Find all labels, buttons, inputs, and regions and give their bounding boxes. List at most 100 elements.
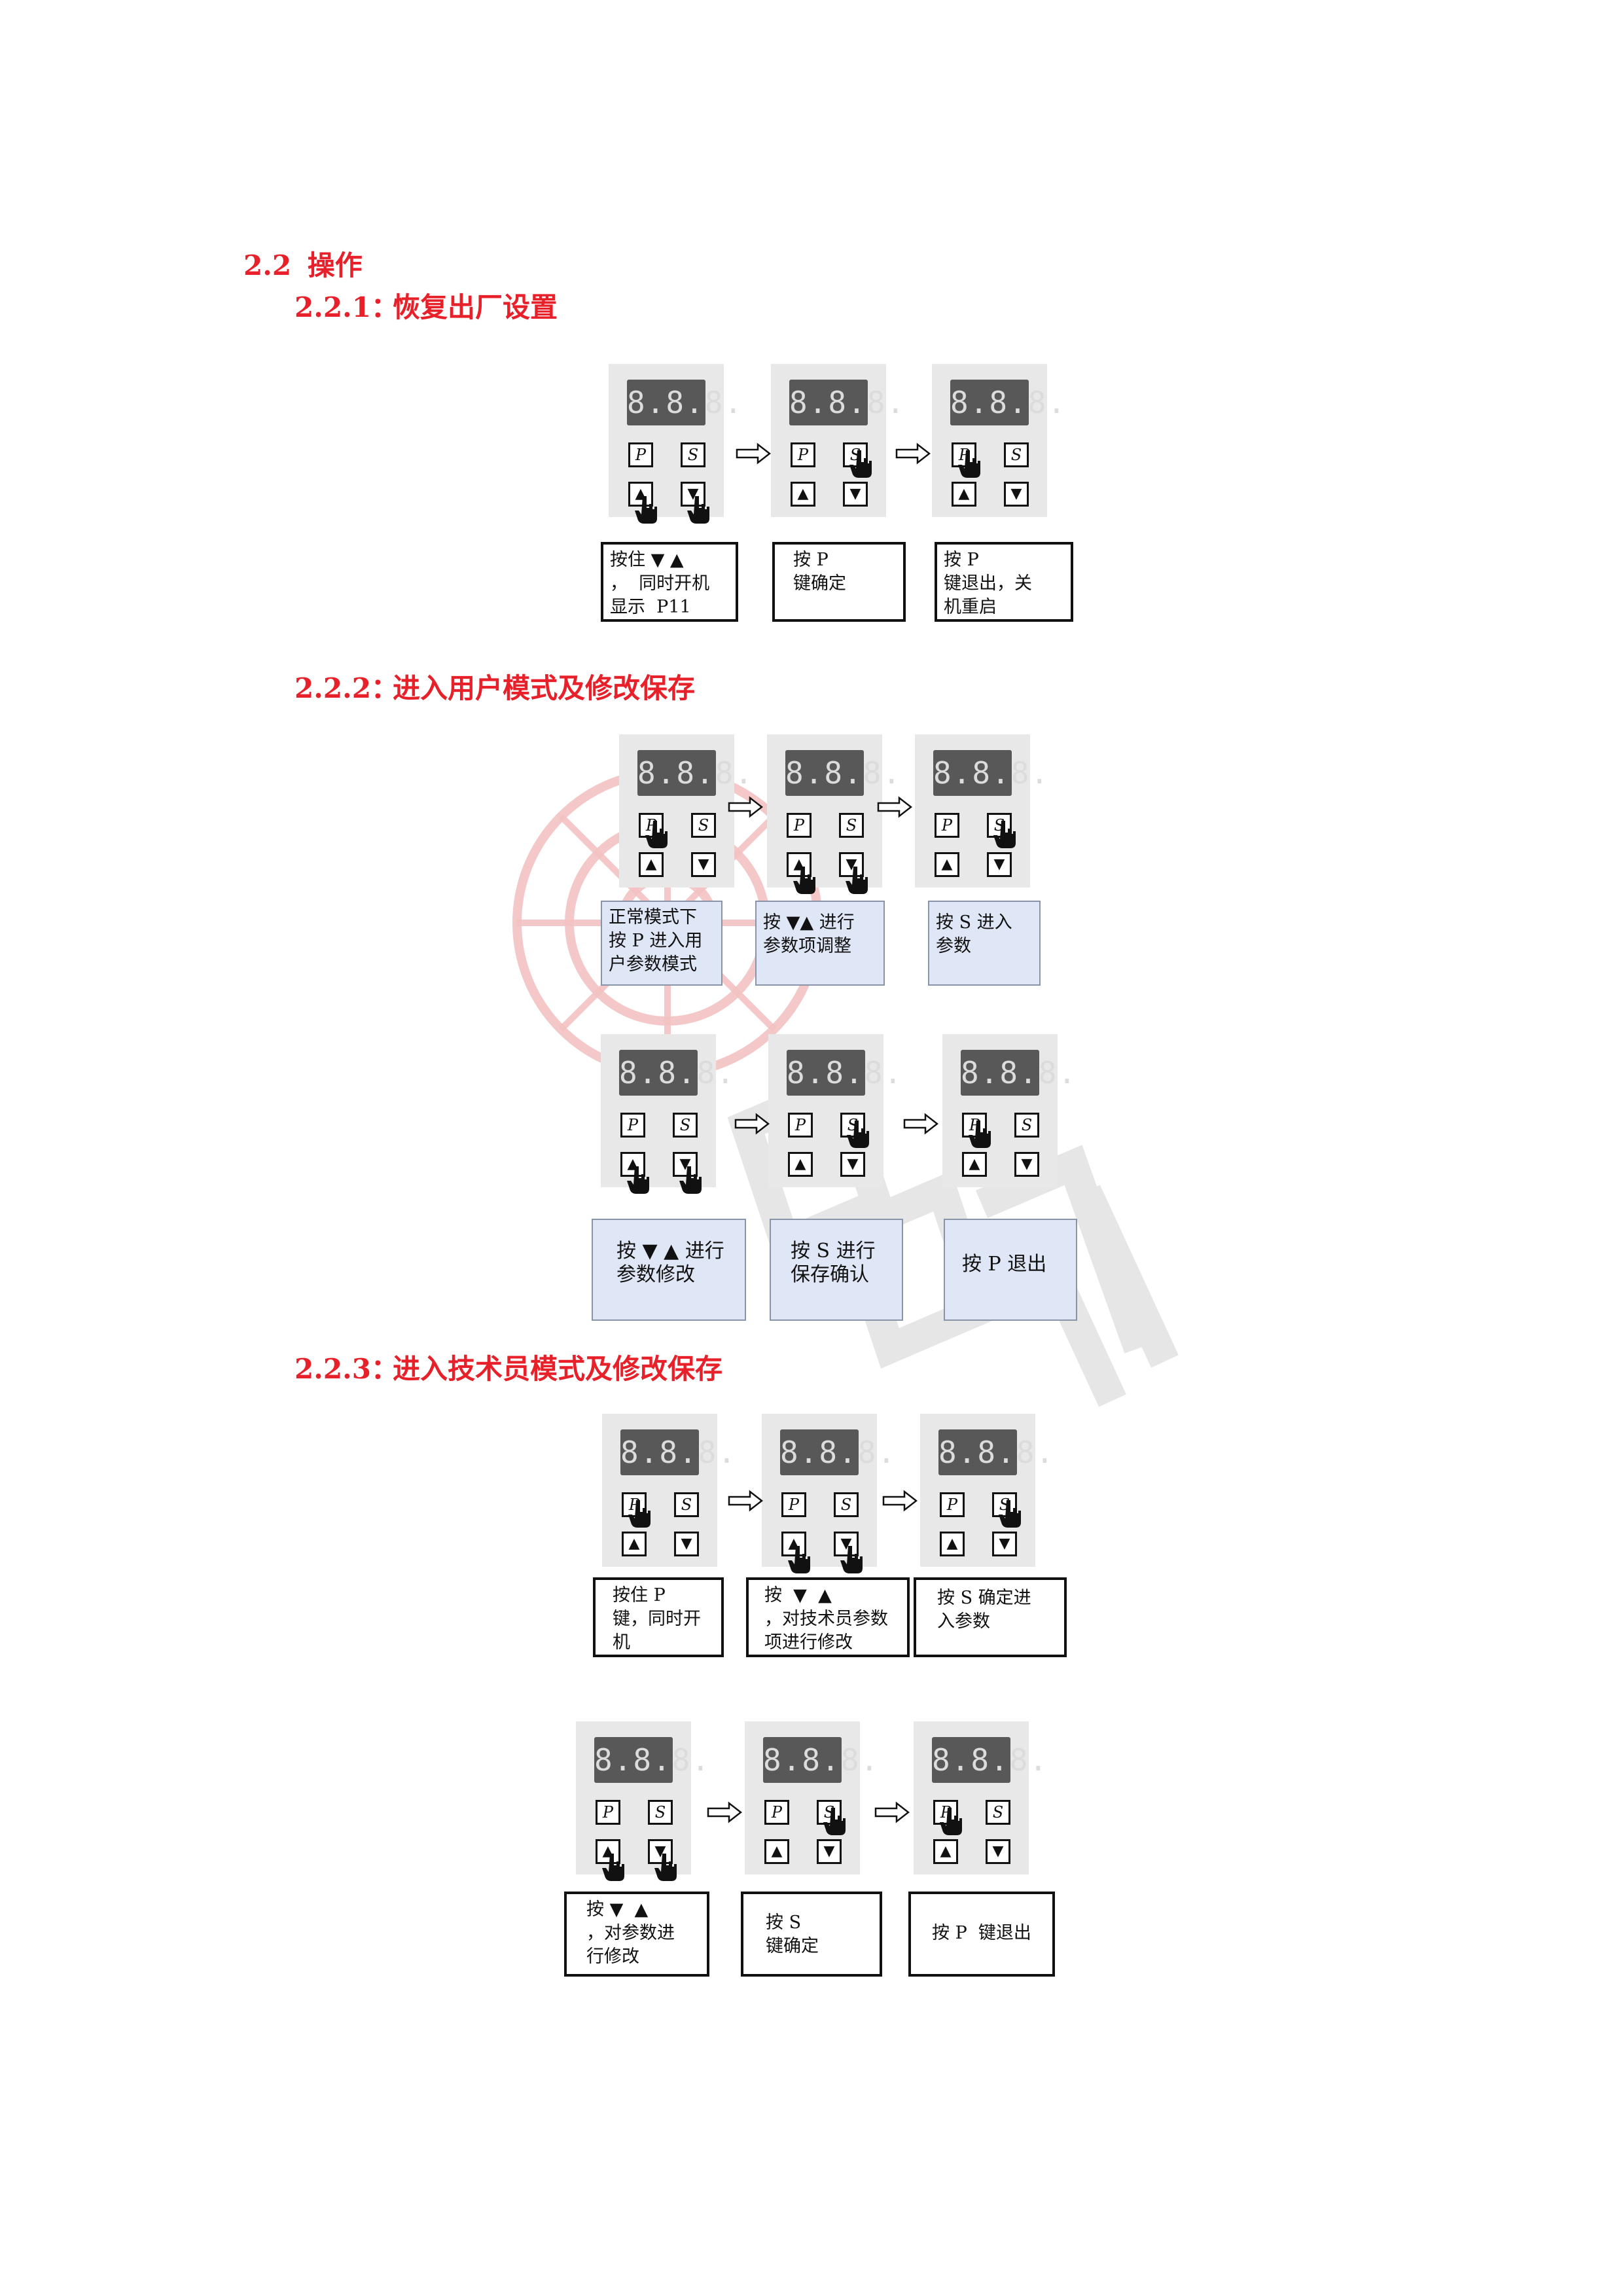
caption-text: 按住 P 键，同时开 机 — [613, 1585, 701, 1653]
led-display: 8.8.8. — [763, 1737, 878, 1783]
s-key[interactable]: S — [648, 1800, 673, 1825]
p-key[interactable]: P — [622, 1492, 647, 1517]
up-key[interactable]: ▲ — [639, 852, 664, 877]
caption-box: 按 P 键确定 — [772, 542, 906, 622]
down-key[interactable]: ▼ — [839, 852, 864, 877]
caption-box: 按 S 进行 保存确认 — [770, 1219, 903, 1321]
caption-box: 按 ▼ ▲ ，对参数进 行修改 — [564, 1892, 709, 1977]
display-digits: 8.8.8. — [594, 1742, 711, 1778]
down-key[interactable]: ▼ — [674, 1532, 699, 1556]
display-digits: 8.8.8. — [620, 1435, 738, 1470]
led-display: 8.8.8. — [933, 750, 1050, 796]
p-key[interactable]: P — [628, 442, 653, 467]
up-key[interactable]: ▲ — [764, 1839, 789, 1864]
caption-text: 按 S 进入 参数 — [936, 912, 1012, 956]
caption-text: 按 ▼ ▲ 进行 参数修改 — [616, 1240, 724, 1286]
p-key[interactable]: P — [620, 1113, 645, 1138]
p-key[interactable]: P — [764, 1800, 789, 1825]
s-key[interactable]: S — [834, 1492, 859, 1517]
p-key[interactable]: P — [791, 442, 815, 467]
p-key[interactable]: P — [788, 1113, 813, 1138]
pressing-hand-icon — [846, 865, 868, 895]
led-display: 8.8.8. — [620, 1429, 738, 1475]
right-arrow-icon — [877, 796, 913, 818]
caption-box: 按 ▼ ▲ 进行 参数修改 — [592, 1219, 746, 1321]
up-key[interactable]: ▲ — [962, 1152, 987, 1177]
s-key[interactable]: S — [839, 813, 864, 838]
up-key[interactable]: ▲ — [933, 1839, 958, 1864]
caption-box: 按 P 退出 — [944, 1219, 1077, 1321]
down-key[interactable]: ▼ — [840, 1152, 865, 1177]
p-key[interactable]: P — [935, 813, 959, 838]
section-heading: 2.2 操作 — [243, 243, 363, 283]
down-key[interactable]: ▼ — [987, 852, 1012, 877]
display-digits: 8.8.8. — [619, 1055, 736, 1090]
p-key[interactable]: P — [933, 1800, 958, 1825]
down-key[interactable]: ▼ — [992, 1532, 1017, 1556]
pressing-hand-icon — [847, 1119, 869, 1149]
led-display: 8.8.8. — [619, 1050, 736, 1096]
controller-panel: 8.8.8. P S ▲ ▼ — [602, 1414, 738, 1567]
led-display: 8.8.8. — [789, 380, 906, 425]
led-display: 8.8.8. — [780, 1429, 897, 1475]
caption-text: 按 ▼ ▲ ，对参数进 行修改 — [586, 1899, 675, 1967]
p-key[interactable]: P — [596, 1800, 620, 1825]
p-key[interactable]: P — [639, 813, 664, 838]
display-digits: 8.8.8. — [637, 755, 755, 791]
caption-box: 按 S 键确定 — [741, 1892, 882, 1977]
up-key[interactable]: ▲ — [788, 1152, 813, 1177]
s-key[interactable]: S — [691, 813, 716, 838]
p-key[interactable]: P — [940, 1492, 965, 1517]
display-digits: 8.8.8. — [780, 1435, 897, 1470]
down-key[interactable]: ▼ — [986, 1839, 1010, 1864]
p-key[interactable]: P — [781, 1492, 806, 1517]
display-digits: 8.8.8. — [787, 1055, 904, 1090]
s-key[interactable]: S — [673, 1113, 698, 1138]
down-key[interactable]: ▼ — [1014, 1152, 1039, 1177]
down-key[interactable]: ▼ — [834, 1532, 859, 1556]
display-digits: 8.8.8. — [950, 385, 1067, 420]
caption-box: 按 S 确定进 入参数 — [914, 1577, 1067, 1657]
pressing-hand-icon — [999, 1499, 1021, 1529]
down-key[interactable]: ▼ — [648, 1839, 673, 1864]
section-title: 操作 — [307, 249, 363, 281]
caption-text: 按 S 确定进 入参数 — [937, 1588, 1031, 1632]
down-key[interactable]: ▼ — [817, 1839, 842, 1864]
s-key[interactable]: S — [681, 442, 705, 467]
caption-text: 按 S 键确定 — [766, 1912, 819, 1956]
s-key[interactable]: S — [986, 1800, 1010, 1825]
up-key[interactable]: ▲ — [791, 482, 815, 507]
caption-text: 正常模式下 按 P 进入用 户参数模式 — [609, 907, 703, 975]
led-display: 8.8.8. — [785, 750, 901, 796]
s-key[interactable]: S — [674, 1492, 699, 1517]
up-key[interactable]: ▲ — [952, 482, 976, 507]
caption-text: 按 P 退出 — [962, 1253, 1047, 1276]
s-key[interactable]: S — [840, 1113, 865, 1138]
display-digits: 8.8.8. — [789, 385, 906, 420]
s-key[interactable]: S — [1014, 1113, 1039, 1138]
pressing-hand-icon — [654, 1852, 677, 1882]
p-key[interactable]: P — [787, 813, 812, 838]
caption-box: 按 S 进入 参数 — [928, 901, 1041, 986]
pressing-hand-icon — [940, 1806, 962, 1837]
subsection-title: 进入用户模式及修改保存 — [393, 672, 696, 704]
up-key[interactable]: ▲ — [628, 482, 653, 507]
up-key[interactable]: ▲ — [940, 1532, 965, 1556]
led-display: 8.8.8. — [938, 1429, 1054, 1475]
down-key[interactable]: ▼ — [843, 482, 868, 507]
down-key[interactable]: ▼ — [1004, 482, 1029, 507]
up-key[interactable]: ▲ — [622, 1532, 647, 1556]
up-key[interactable]: ▲ — [787, 852, 812, 877]
down-key[interactable]: ▼ — [691, 852, 716, 877]
up-key[interactable]: ▲ — [781, 1532, 806, 1556]
up-key[interactable]: ▲ — [935, 852, 959, 877]
display-digits: 8.8.8. — [933, 755, 1050, 791]
pressing-hand-icon — [628, 1499, 651, 1529]
led-display: 8.8.8. — [627, 380, 742, 425]
s-key[interactable]: S — [1004, 442, 1029, 467]
